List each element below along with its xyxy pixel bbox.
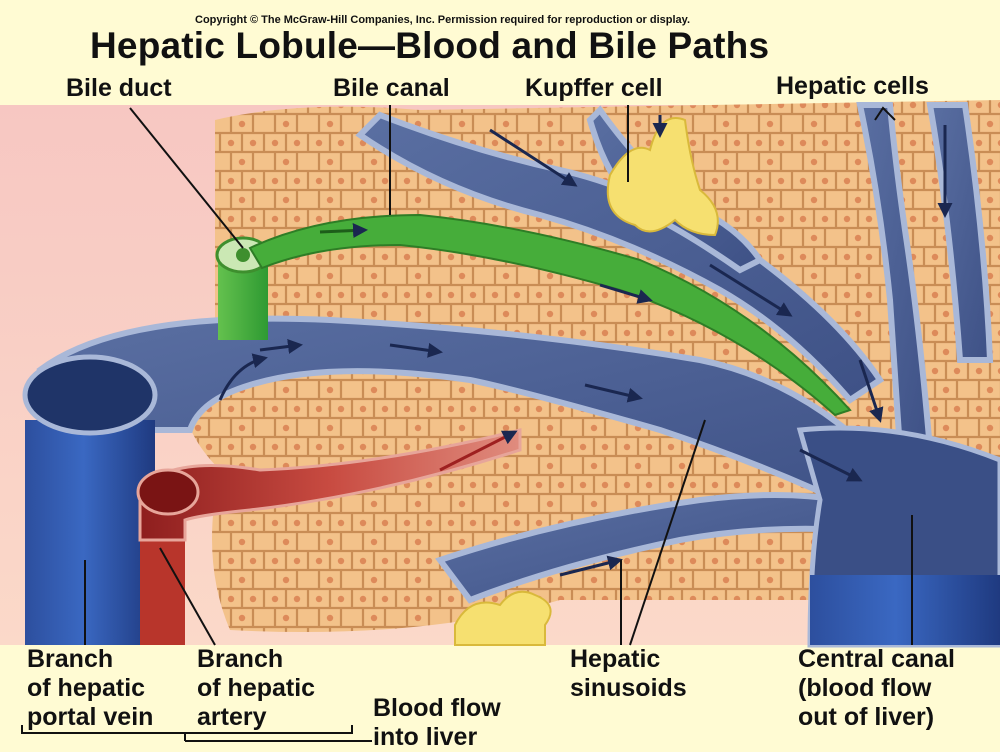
copyright-notice: Copyright © The McGraw-Hill Companies, I…	[195, 14, 691, 26]
central-canal	[796, 425, 1000, 648]
label-kupffer-cell: Kupffer cell	[525, 74, 663, 102]
page-title: Hepatic Lobule—Blood and Bile Paths	[90, 25, 770, 66]
label-bile-canal: Bile canal	[333, 74, 450, 102]
label-portal-vein-line: of hepatic	[27, 674, 146, 702]
bile-duct	[215, 236, 271, 340]
label-hepatic-sinusoids-line: sinusoids	[570, 674, 687, 702]
bile-canal	[248, 213, 852, 417]
label-hepatic-artery-line: of hepatic	[197, 674, 316, 702]
label-blood-flow-into-liver: Blood flow into liver	[373, 694, 501, 752]
label-hepatic-sinusoids-line: Hepatic	[570, 645, 661, 673]
portal-vein-branch	[22, 354, 158, 645]
label-central-canal-line: (blood flow	[798, 674, 932, 702]
label-hepatic-sinusoids: Hepatic sinusoids	[570, 645, 687, 703]
label-hepatic-artery-line: Branch	[197, 645, 284, 673]
label-hepatic-artery-line: artery	[197, 703, 267, 731]
label-central-canal-line: Central canal	[798, 645, 956, 673]
hepatic-artery-branch	[136, 428, 522, 645]
label-bile-duct: Bile duct	[66, 74, 172, 102]
label-hepatic-cells: Hepatic cells	[776, 72, 929, 100]
flow-arrows	[218, 115, 953, 577]
label-central-canal: Central canal (blood flow out of liver)	[798, 645, 955, 732]
label-central-canal-line: out of liver)	[798, 703, 935, 731]
label-hepatic-artery: Branch of hepatic artery	[197, 645, 315, 732]
label-blood-flow-line: into liver	[373, 723, 478, 751]
leader-lines	[21, 105, 913, 742]
label-portal-vein: Branch of hepatic portal vein	[27, 645, 153, 732]
kupffer-cells	[454, 117, 719, 646]
label-blood-flow-line: Blood flow	[373, 694, 501, 722]
label-portal-vein-line: portal vein	[27, 703, 154, 731]
label-portal-vein-line: Branch	[27, 645, 114, 673]
